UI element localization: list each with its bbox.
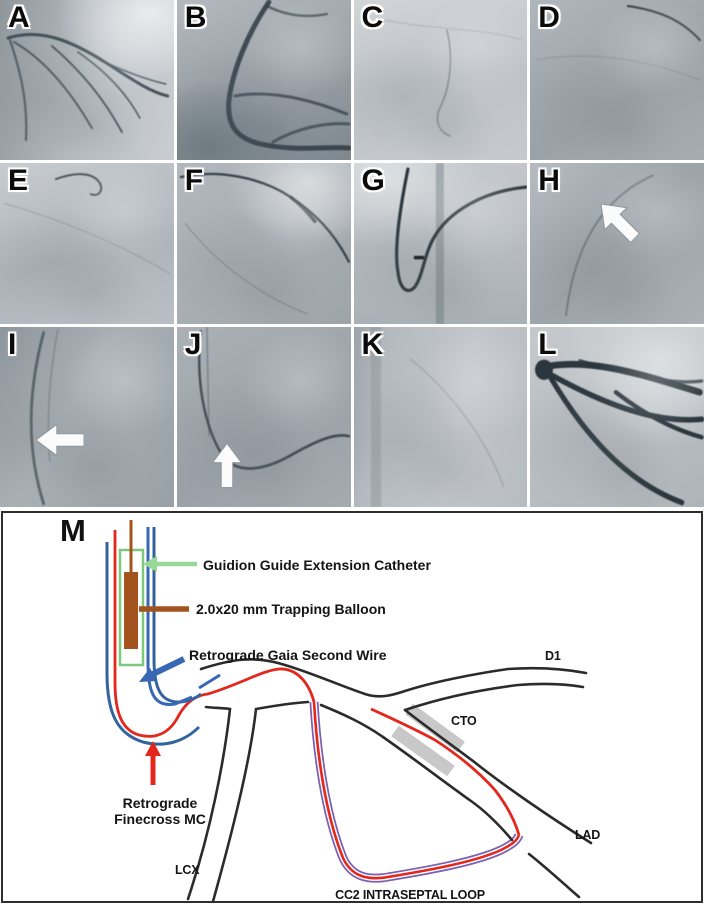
- vessel-overlay: [565, 174, 655, 317]
- panel-letter: B: [184, 1, 207, 34]
- pointer-red: [145, 741, 161, 785]
- label-lad: LAD: [575, 828, 600, 842]
- panel-b: B: [176, 0, 351, 160]
- panel-letter: I: [8, 328, 16, 361]
- label-d1: D1: [545, 649, 561, 663]
- panel-c: C: [353, 0, 528, 160]
- white-arrow-left-icon: [36, 423, 84, 457]
- panel-g: G: [353, 163, 528, 324]
- label-trapping-balloon: 2.0x20 mm Trapping Balloon: [196, 601, 386, 617]
- label-cto: CTO: [451, 714, 477, 728]
- panel-f: F: [176, 163, 351, 324]
- trapping-balloon: [124, 572, 138, 649]
- vessel-overlay: [179, 172, 350, 315]
- panel-e: E: [0, 163, 174, 324]
- panel-l: L: [530, 327, 704, 507]
- finecross-wire: [113, 530, 521, 836]
- gaia-wire: [146, 527, 221, 706]
- panel-letter: M: [60, 513, 86, 548]
- cto-occlusion: [391, 703, 465, 777]
- label-lcx: LCX: [175, 863, 200, 877]
- panel-a: A: [0, 0, 174, 160]
- angiogram-grid: A B: [0, 0, 704, 507]
- vessel-overlay: [394, 163, 527, 324]
- panel-d: D: [530, 0, 704, 160]
- panel-letter: D: [538, 1, 560, 34]
- vessel-overlay: [29, 329, 59, 506]
- panel-letter: L: [538, 328, 556, 361]
- vessel-outline: [186, 658, 593, 901]
- label-finecross-line2: Finecross MC: [114, 811, 206, 827]
- vessel-overlay: [197, 327, 350, 470]
- panel-letter: A: [8, 1, 30, 34]
- vessel-overlay: [535, 359, 704, 506]
- vessel-overlay: [225, 0, 351, 151]
- panel-j: J: [176, 327, 351, 507]
- vessel-overlay: [3, 173, 171, 275]
- pointer-green: [143, 556, 197, 572]
- label-septal-loop: CC2 INTRASEPTAL LOOP: [335, 888, 485, 901]
- panel-letter: H: [538, 164, 560, 197]
- panel-letter: E: [8, 164, 28, 197]
- panel-letter: C: [361, 1, 384, 34]
- septal-loop: [309, 701, 524, 883]
- panel-h: H: [530, 163, 704, 324]
- diagram-panel-m: M: [1, 511, 703, 903]
- label-guide-extension: Guidion Guide Extension Catheter: [203, 557, 431, 573]
- label-gaia-wire: Retrograde Gaia Second Wire: [189, 647, 387, 663]
- panel-letter: J: [184, 328, 202, 361]
- vessel-overlay: [535, 4, 702, 81]
- panel-i: I: [0, 327, 174, 507]
- panel-letter: K: [361, 328, 384, 361]
- panel-letter: F: [184, 164, 203, 197]
- vessel-overlay: [382, 19, 522, 137]
- cto-diagram: Guidion Guide Extension Catheter 2.0x20 …: [105, 520, 600, 901]
- panel-k: K: [353, 327, 528, 507]
- label-finecross-line1: Retrograde: [123, 795, 198, 811]
- white-arrow-up-icon: [211, 443, 243, 488]
- vessel-overlay: [370, 327, 504, 507]
- pointer-blue: [139, 656, 186, 682]
- vessel-overlay: [6, 32, 170, 142]
- panel-letter: G: [361, 164, 385, 197]
